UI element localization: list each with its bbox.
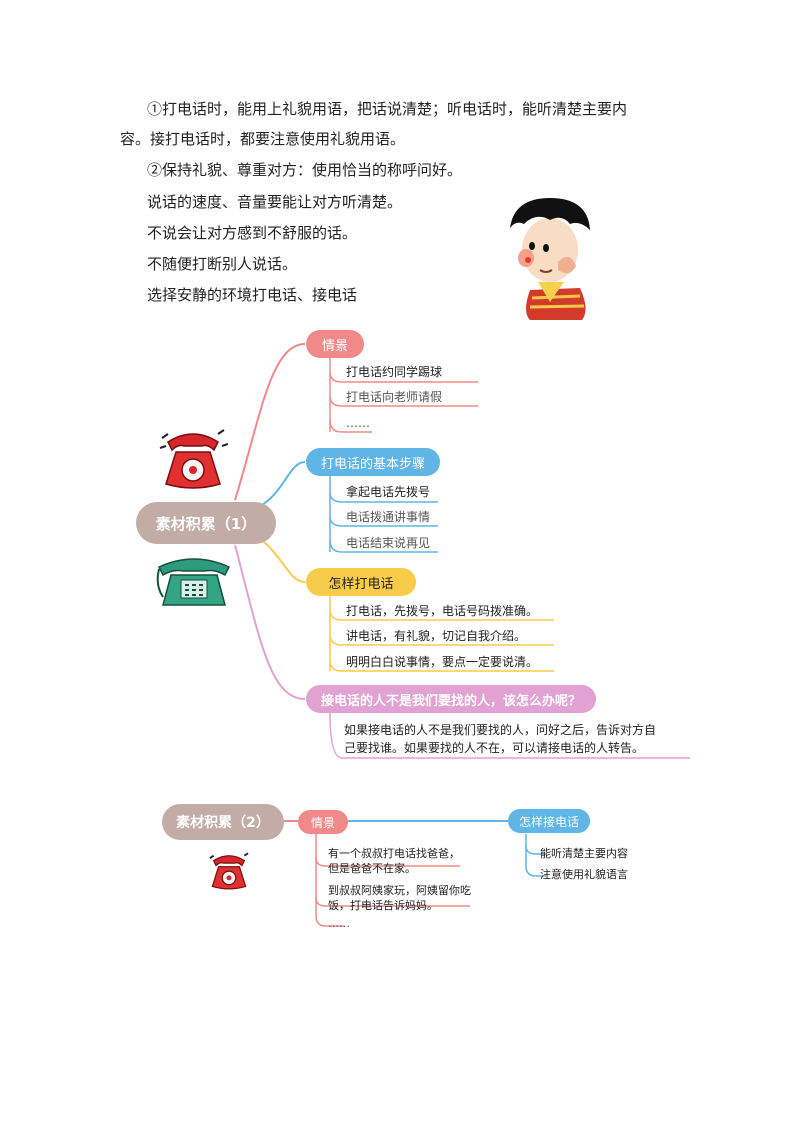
map2-how-item: 注意使用礼貌语言	[540, 868, 628, 881]
branch-wrong-person-item: 己要找谁。如果要找的人不在，可以请接电话的人转告。	[344, 741, 645, 755]
branch-scene-item: 打电话约同学踢球	[346, 365, 443, 379]
paragraph-line: 容。接打电话时，都要注意使用礼貌用语。	[120, 130, 406, 148]
branch-basic-steps-title: 打电话的基本步骤	[306, 448, 440, 476]
map2-scene-item: ……	[328, 917, 350, 930]
paragraph-line: ②保持礼貌、尊重对方：使用恰当的称呼问好。	[147, 161, 463, 179]
cartoon-boy-icon	[510, 198, 590, 320]
green-telephone-icon	[156, 558, 231, 606]
branch-scene-item: 打电话向老师请假	[346, 390, 443, 404]
branch-scene-item: ……	[346, 416, 370, 430]
paragraph-line: 说话的速度、音量要能让对方听清楚。	[147, 193, 403, 211]
branch-how-to-call-title: 怎样打电话	[306, 568, 416, 596]
mindmap-1-center: 素材积累（1）	[136, 502, 276, 544]
map2-scene-title: 情景	[298, 810, 348, 834]
red-telephone-small-icon	[209, 852, 249, 890]
map2-scene-item: 饭，打电话告诉妈妈。	[328, 899, 438, 912]
paragraph-line: ①打电话时，能用上礼貌用语，把话说清楚；听电话时，能听清楚主要内	[147, 100, 628, 118]
paragraph-line: 选择安静的环境打电话、接电话	[147, 286, 358, 304]
branch-how-item: 讲电话，有礼貌，切记自我介绍。	[346, 629, 527, 643]
branch-wrong-person-title: 接电话的人不是我们要找的人，该怎么办呢？	[306, 685, 596, 713]
map2-how-item: 能听清楚主要内容	[540, 847, 628, 860]
branch-how-item: 打电话，先拨号，电话号码拨准确。	[346, 604, 539, 618]
branch-how-item: 明明白白说事情，要点一定要说清。	[346, 655, 539, 669]
map2-scene-item: 到叔叔阿姨家玩，阿姨留你吃	[328, 884, 471, 897]
paragraph-line: 不说会让对方感到不舒服的话。	[147, 224, 358, 242]
branch-steps-item: 电话拨通讲事情	[346, 510, 431, 524]
branch-wrong-person-item: 如果接电话的人不是我们要找的人，问好之后，告诉对方自	[344, 723, 657, 737]
branch-scene-title: 情景	[306, 330, 364, 358]
map2-how-title: 怎样接电话	[508, 809, 590, 833]
branch-steps-item: 电话结束说再见	[346, 536, 431, 550]
mindmap-1-connectors	[234, 343, 690, 759]
paragraph-line: 不随便打断别人说话。	[147, 255, 298, 273]
mindmap-2-connectors	[284, 820, 546, 927]
map2-scene-item: 有一个叔叔打电话找爸爸，	[328, 847, 460, 860]
mindmap-2-center: 素材积累（2）	[162, 804, 284, 840]
map2-scene-item: 但是爸爸不在家。	[328, 862, 416, 875]
branch-steps-item: 拿起电话先拨号	[346, 485, 431, 499]
red-telephone-icon	[159, 429, 228, 489]
